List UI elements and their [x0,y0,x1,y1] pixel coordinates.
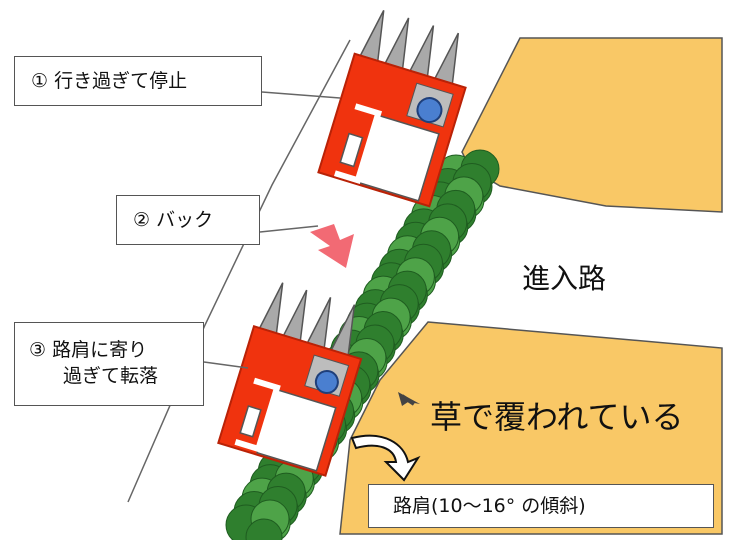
road-label: 進入路 [522,262,607,295]
leader-line-1 [261,91,341,99]
tine [433,32,460,85]
cutter-tines [359,10,460,85]
callout-shoulder: 路肩(10〜16° の傾斜) [368,484,714,528]
down-arrow-icon [310,224,354,268]
upper-field [461,37,723,213]
tine [359,10,385,62]
shoulder-label: 路肩(10〜16° の傾斜) [393,495,586,517]
tine [384,17,410,70]
curved-arrow-icon [350,434,421,482]
harvester-stopped [317,10,467,208]
callout-step1: ① 行き過ぎて停止 [14,56,262,106]
callout-step2: ② バック [116,195,260,245]
step2-label: ② バック [133,209,214,231]
tine [258,282,284,335]
tine [409,25,435,78]
road-edge-line [127,39,351,503]
pointer-arrow-shaft [400,394,416,406]
operator-icon [416,97,443,124]
harvester-fallen [217,282,363,477]
operator-icon [314,369,339,394]
step3-label-line2: 過ぎて転落 [63,365,159,387]
lower-field [339,321,723,535]
callout-step3: ③ 路肩に寄り 過ぎて転落 [14,322,204,406]
grass-tuft [245,518,283,540]
tine [282,289,308,342]
step1-label: ① 行き過ぎて停止 [31,70,188,92]
leader-line-2 [259,225,319,233]
leader-line-3 [203,361,249,369]
grass-label: 草で覆われている [430,398,684,436]
step3-label-line1: ③ 路肩に寄り [29,339,148,361]
